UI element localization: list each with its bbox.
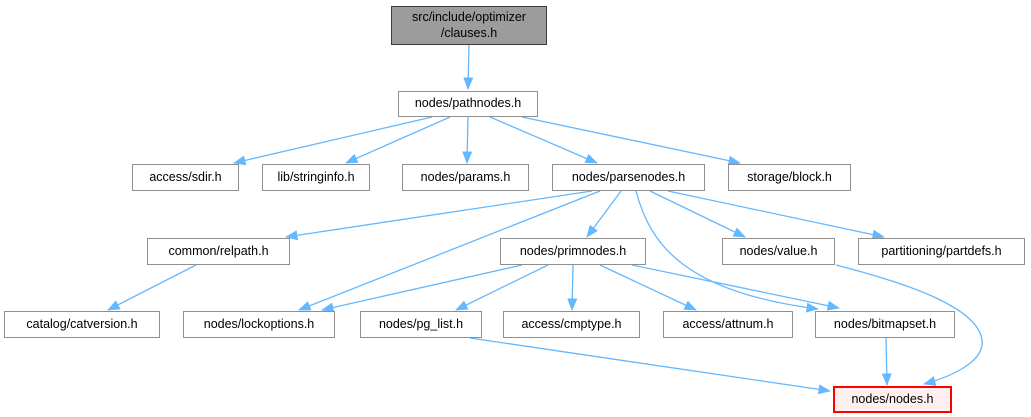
edge-parsenodes-to-primnodes: [586, 190, 622, 238]
node-params[interactable]: nodes/params.h: [402, 164, 529, 191]
edge-pathnodes-to-stringinfo: [345, 116, 451, 164]
node-label: /clauses.h: [440, 25, 498, 40]
node-label: storage/block.h: [747, 169, 832, 184]
node-partdefs[interactable]: partitioning/partdefs.h: [858, 238, 1025, 265]
edge-parsenodes-to-relpath: [285, 190, 593, 241]
edge-primnodes-to-lockoptions: [321, 264, 523, 313]
node-primnodes[interactable]: nodes/primnodes.h: [500, 238, 646, 265]
edge-pg_list-to-nodes_h: [469, 337, 831, 395]
node-lockoptions[interactable]: nodes/lockoptions.h: [183, 311, 335, 338]
edge-parsenodes-to-lockoptions: [298, 190, 601, 311]
node-label: common/relpath.h: [168, 243, 269, 258]
node-label: nodes/primnodes.h: [519, 243, 627, 258]
node-cmptype[interactable]: access/cmptype.h: [503, 311, 640, 338]
edge-clauses-to-pathnodes: [463, 44, 474, 90]
node-label: nodes/nodes.h: [851, 391, 934, 406]
node-label: nodes/value.h: [739, 243, 818, 258]
edge-parsenodes-to-value: [649, 190, 746, 238]
node-label: catalog/catversion.h: [26, 316, 138, 331]
edge-value-to-nodes_h: [835, 264, 983, 386]
edge-parsenodes-to-partdefs: [667, 190, 885, 240]
node-sdir[interactable]: access/sdir.h: [132, 164, 239, 191]
node-nodes_h[interactable]: nodes/nodes.h: [833, 386, 952, 413]
node-value[interactable]: nodes/value.h: [722, 238, 835, 265]
edge-primnodes-to-pg_list: [455, 264, 549, 311]
node-label: nodes/pathnodes.h: [414, 96, 522, 111]
edge-pathnodes-to-sdir: [233, 116, 433, 166]
node-relpath[interactable]: common/relpath.h: [147, 238, 290, 265]
node-label: partitioning/partdefs.h: [881, 243, 1002, 258]
edge-primnodes-to-attnum: [599, 264, 697, 311]
node-label: access/cmptype.h: [521, 316, 622, 331]
node-pathnodes[interactable]: nodes/pathnodes.h: [398, 91, 538, 117]
edge-primnodes-to-cmptype: [567, 264, 578, 311]
node-clauses[interactable]: src/include/optimizer/clauses.h: [391, 6, 547, 45]
edge-pathnodes-to-params: [462, 116, 473, 164]
edge-pathnodes-to-block: [521, 116, 741, 166]
node-catversion[interactable]: catalog/catversion.h: [4, 311, 160, 338]
node-attnum[interactable]: access/attnum.h: [663, 311, 793, 338]
edge-primnodes-to-bitmapset: [631, 264, 840, 311]
node-pg_list[interactable]: nodes/pg_list.h: [360, 311, 482, 338]
node-label: nodes/bitmapset.h: [833, 316, 937, 331]
node-label: access/sdir.h: [149, 169, 222, 184]
edge-bitmapset-to-nodes_h: [881, 337, 892, 386]
node-label: nodes/params.h: [420, 169, 511, 184]
node-bitmapset[interactable]: nodes/bitmapset.h: [815, 311, 955, 338]
node-block[interactable]: storage/block.h: [728, 164, 851, 191]
edge-pathnodes-to-parsenodes: [489, 116, 598, 164]
edge-relpath-to-catversion: [107, 264, 197, 311]
node-label: src/include/optimizer: [412, 9, 526, 24]
node-label: access/attnum.h: [682, 316, 774, 331]
node-label: nodes/pg_list.h: [378, 316, 464, 331]
node-label: lib/stringinfo.h: [277, 169, 355, 184]
node-stringinfo[interactable]: lib/stringinfo.h: [262, 164, 370, 191]
edge-parsenodes-to-bitmapset: [635, 190, 819, 313]
node-label: nodes/parsenodes.h: [571, 169, 686, 184]
node-parsenodes[interactable]: nodes/parsenodes.h: [552, 164, 705, 191]
node-label: nodes/lockoptions.h: [203, 316, 315, 331]
